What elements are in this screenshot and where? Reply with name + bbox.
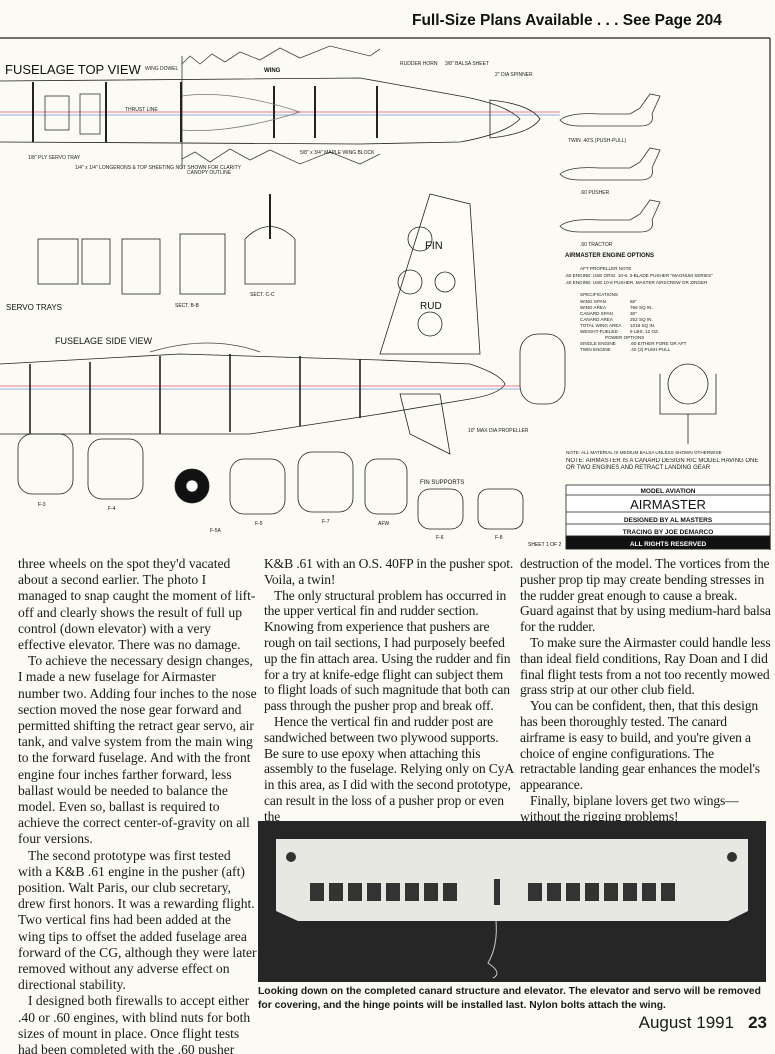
- specifications-block: AFT PROPELLER NOTE .60 ENGINE: USE ORIG.…: [565, 266, 722, 455]
- label-wing: WING: [264, 68, 281, 74]
- engine-option-pusher: .60 PUSHER: [580, 190, 610, 196]
- canard-photo: [258, 821, 766, 982]
- title-rights: ALL RIGHTS RESERVED: [630, 541, 707, 548]
- plans-available-header: Full-Size Plans Available . . . See Page…: [412, 12, 722, 29]
- paragraph: To make sure the Airmaster could handle …: [520, 634, 771, 698]
- spec-value: 252 SQ IN.: [630, 317, 653, 322]
- power-key: TWIN ENGINE: [580, 347, 611, 352]
- label-fin-supports: FIN SUPPORTS: [420, 480, 464, 486]
- title-designer: DESIGNED BY AL MASTERS: [624, 517, 713, 524]
- label-thrust-line: THRUST LINE: [125, 107, 158, 113]
- label-canopy-outline: CANOPY OUTLINE: [187, 170, 232, 176]
- spec-value: 766 SQ IN.: [630, 305, 653, 310]
- label-sect-cc: SECT. C-C: [250, 292, 275, 298]
- spec-value: 30": [630, 311, 637, 316]
- spec-key: CANARD SPAN: [580, 311, 613, 316]
- prop-note-line: .60 ENGINE: USE ORIG. 10-6, 3-BLADE PUSH…: [565, 273, 713, 278]
- paragraph: three wheels on the spot they'd vacated …: [18, 556, 256, 653]
- fin-rudder-drawing: FIN RUD: [379, 193, 481, 455]
- paragraph: destruction of the model. The vortices f…: [520, 556, 771, 635]
- label-sect-bb: SECT. B-B: [175, 303, 200, 309]
- label-longerons-note: 1/4" x 1/4" LONGERONS & TOP SHEETING NOT…: [75, 165, 242, 171]
- page-number: 23: [748, 1013, 767, 1032]
- engine-option-twin: TWIN .40'S (PUSH-PULL): [568, 138, 627, 144]
- label-rud: RUD: [420, 301, 442, 312]
- plan-drawing: FUSELAGE TOP VIEW WING WING DOWEL THRUST…: [0, 37, 771, 550]
- power-options-title: POWER OPTIONS: [605, 335, 644, 340]
- plan-note-container: NOTE: AIRMASTER IS A CANARD DESIGN R/C M…: [566, 458, 759, 471]
- engine-options-title: AIRMASTER ENGINE OPTIONS: [565, 253, 654, 259]
- spec-key: CANARD AREA: [580, 317, 614, 322]
- paragraph: K&B .61 with an O.S. 40FP in the pusher …: [264, 556, 514, 587]
- plan-note: NOTE: AIRMASTER IS A CANARD DESIGN R/C M…: [566, 458, 759, 471]
- label-fuselage-side-view: FUSELAGE SIDE VIEW: [55, 336, 153, 346]
- paragraph: Hence the vertical fin and rudder post a…: [264, 713, 514, 824]
- label-f3: F-3: [38, 502, 46, 508]
- power-key: SINGLE ENGINE: [580, 341, 616, 346]
- paragraph: Finally, biplane lovers get two wings—wi…: [520, 792, 739, 824]
- spec-key: WEIGHT-FUELED: [580, 329, 618, 334]
- paragraph: You can be confident, then, that this de…: [520, 698, 760, 793]
- page-footer: August 1991 23: [639, 1013, 767, 1033]
- spec-value: 9 LBS. 12 OZ.: [630, 329, 659, 334]
- label-f8: F-8: [495, 535, 503, 541]
- canard-elevator-image: [276, 839, 748, 979]
- label-servo-tray: 1/8" PLY SERVO TRAY: [28, 155, 81, 161]
- title-name: AIRMASTER: [630, 497, 706, 512]
- paragraph: To achieve the necessary design changes,…: [18, 653, 257, 847]
- label-prop-note: 10" MAX DIA PROPELLER: [468, 428, 529, 434]
- label-spinner: 2" DIA SPINNER: [495, 72, 533, 78]
- spec-key: TOTAL WING AREA: [580, 323, 622, 328]
- engine-option-tractor: .60 TRACTOR: [580, 242, 613, 248]
- prop-note-line: .40 ENGINE: USE 10-6 PUSHER, MASTER AIRS…: [565, 280, 708, 285]
- paragraph: I designed both firewalls to accept eith…: [18, 993, 251, 1054]
- label-sheet: SHEET 1 OF 2: [528, 542, 561, 548]
- spec-value: 66": [630, 299, 637, 304]
- power-value: .60 EITHER FORE OR AFT: [630, 341, 687, 346]
- engine-options: TWIN .40'S (PUSH-PULL) .60 PUSHER .60 TR…: [559, 93, 661, 259]
- label-afw: AFW: [378, 521, 389, 527]
- title-block: MODEL AVIATION AIRMASTER DESIGNED BY AL …: [565, 484, 771, 550]
- fuselage-side-view: FUSELAGE SIDE VIEW SERVO TRAYS 10" MAX D…: [0, 303, 529, 435]
- label-wing-block: 5/8" x 3/4" MAPLE WING BLOCK: [300, 150, 375, 156]
- title-tracer: TRACING BY JOE DEMARCO: [623, 529, 714, 536]
- label-f4: F-4: [108, 506, 116, 512]
- article-column-3: destruction of the model. The vortices f…: [520, 556, 772, 825]
- spec-key: WING AREA: [580, 305, 607, 310]
- section-views: SECT. B-B SECT. C-C F-3 F-4 F-5A F-5 F-7…: [17, 194, 717, 548]
- label-f5a: F-5A: [210, 528, 222, 534]
- article-column-2: K&B .61 with an O.S. 40FP in the pusher …: [264, 556, 514, 825]
- label-f6: F-6: [436, 535, 444, 541]
- label-f5: F-5: [255, 521, 263, 527]
- spec-value: 1018 SQ IN.: [630, 323, 655, 328]
- issue-date: August 1991: [638, 1013, 735, 1032]
- spec-key: WING SPAN: [580, 299, 606, 304]
- spec-title: SPECIFICATIONS: [580, 292, 618, 297]
- label-balsa-sheet: 3/8" BALSA SHEET: [445, 61, 489, 67]
- label-rudder-horn: RUDDER HORN: [400, 61, 438, 67]
- label-f7: F-7: [322, 519, 330, 525]
- label-fin: FIN: [425, 240, 443, 252]
- photo-caption: Looking down on the completed canard str…: [258, 986, 761, 1011]
- article-column-1: three wheels on the spot they'd vacated …: [18, 556, 258, 1054]
- label-servo-trays: SERVO TRAYS: [6, 303, 62, 312]
- fuselage-top-view: FUSELAGE TOP VIEW WING WING DOWEL THRUST…: [0, 45, 560, 176]
- prop-note-title: AFT PROPELLER NOTE: [580, 266, 631, 271]
- title-publisher: MODEL AVIATION: [640, 488, 695, 495]
- label-fuselage-top-view: FUSELAGE TOP VIEW: [5, 62, 142, 77]
- plan-note: NOTE: ALL MATERIAL IS MEDIUM BALSA UNLES…: [566, 450, 722, 455]
- power-value: .40 (2) PUSH-PULL: [630, 347, 671, 352]
- label-wing-dowel: WING DOWEL: [145, 66, 179, 72]
- paragraph: The second prototype was first tested wi…: [18, 847, 257, 993]
- paragraph: The only structural problem has occurred…: [264, 587, 511, 714]
